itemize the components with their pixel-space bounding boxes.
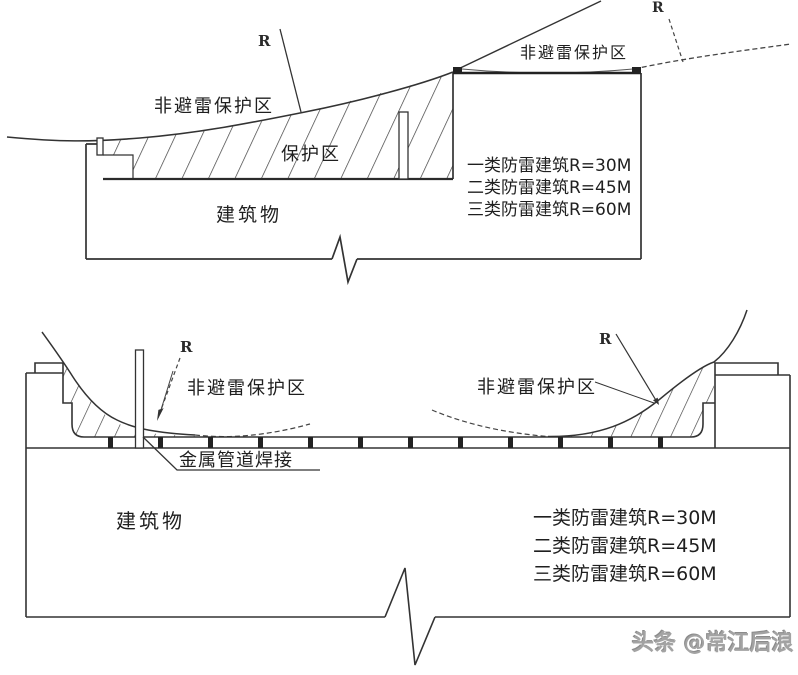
upper-class-1: 一类防雷建筑R=30M <box>467 156 632 176</box>
rolling-sphere-arc-lower-right-dashed <box>431 409 549 438</box>
rolling-sphere-arc-upper-right <box>633 43 792 70</box>
tall-roof-tab-left <box>453 67 462 73</box>
lower-non-protection-zone-left-label: 非避雷保护区 <box>187 378 307 399</box>
upper-building-section <box>6 0 792 286</box>
upper-left-step <box>103 154 134 179</box>
lower-building-outline <box>25 362 791 666</box>
rolling-sphere-arc-upper-left <box>6 71 454 142</box>
watermark: 头条 @常江后浪 <box>632 631 794 656</box>
upper-building-label: 建筑物 <box>216 204 283 226</box>
upper-class-2: 二类防雷建筑R=45M <box>467 178 632 198</box>
upper-protection-zone-label: 保护区 <box>281 144 341 165</box>
radius-leader-upper-center <box>279 28 302 113</box>
pipe-weld-leader <box>142 436 320 471</box>
lower-radius-label-right: R <box>599 330 612 348</box>
radius-leader-lower-right <box>615 333 658 403</box>
upper-building-outline <box>85 73 642 286</box>
upper-non-protection-zone-right-label: 非避雷保护区 <box>520 43 629 62</box>
sphere-radius-line-upper <box>453 0 602 72</box>
upper-class-annotations: 一类防雷建筑R=30M 二类防雷建筑R=45M 三类防雷建筑R=60M <box>467 155 631 221</box>
lower-non-protection-zone-right-label: 非避雷保护区 <box>477 377 597 398</box>
rolling-sphere-arc-lower-left <box>41 331 196 436</box>
upper-radius-label-center: R <box>258 32 271 50</box>
upper-non-protection-zone-left-label: 非避雷保护区 <box>154 96 274 117</box>
upper-left-rod <box>96 137 104 156</box>
radius-leader-lower-left-2 <box>159 370 174 414</box>
upper-protected-zone-hatch <box>103 73 453 179</box>
radius-arrow-lower-left <box>157 408 164 421</box>
upper-class-3: 三类防雷建筑R=60M <box>467 200 632 220</box>
radius-arrow-lower-right <box>653 397 659 405</box>
lower-metal-pipe <box>134 349 145 449</box>
tall-roof-tab-right <box>632 67 641 73</box>
lower-class-1: 一类防雷建筑R=30M <box>533 507 717 529</box>
lower-left-hatch <box>63 361 205 437</box>
lower-class-2: 二类防雷建筑R=45M <box>533 535 717 557</box>
lower-building-label: 建筑物 <box>116 509 185 533</box>
radius-leader-lower-left <box>157 357 181 419</box>
radius-leader-upper-right <box>668 18 684 63</box>
upper-radius-label-right: R <box>652 0 664 16</box>
upper-roof-pipe <box>398 111 409 180</box>
lower-radius-label-left: R <box>180 338 193 356</box>
rolling-sphere-arc-lower-right <box>547 309 748 438</box>
lower-building-section <box>25 309 791 666</box>
lower-class-annotations: 一类防雷建筑R=30M 二类防雷建筑R=45M 三类防雷建筑R=60M <box>533 504 717 588</box>
rolling-sphere-arc-lower-left-dashed <box>194 423 311 438</box>
radius-leader-lower-right-2 <box>594 381 655 404</box>
pipe-weld-label: 金属管道焊接 <box>179 450 293 471</box>
roof-conductor-supports <box>108 437 663 448</box>
lower-right-hatch <box>548 362 714 437</box>
lower-class-3: 三类防雷建筑R=60M <box>533 563 717 585</box>
